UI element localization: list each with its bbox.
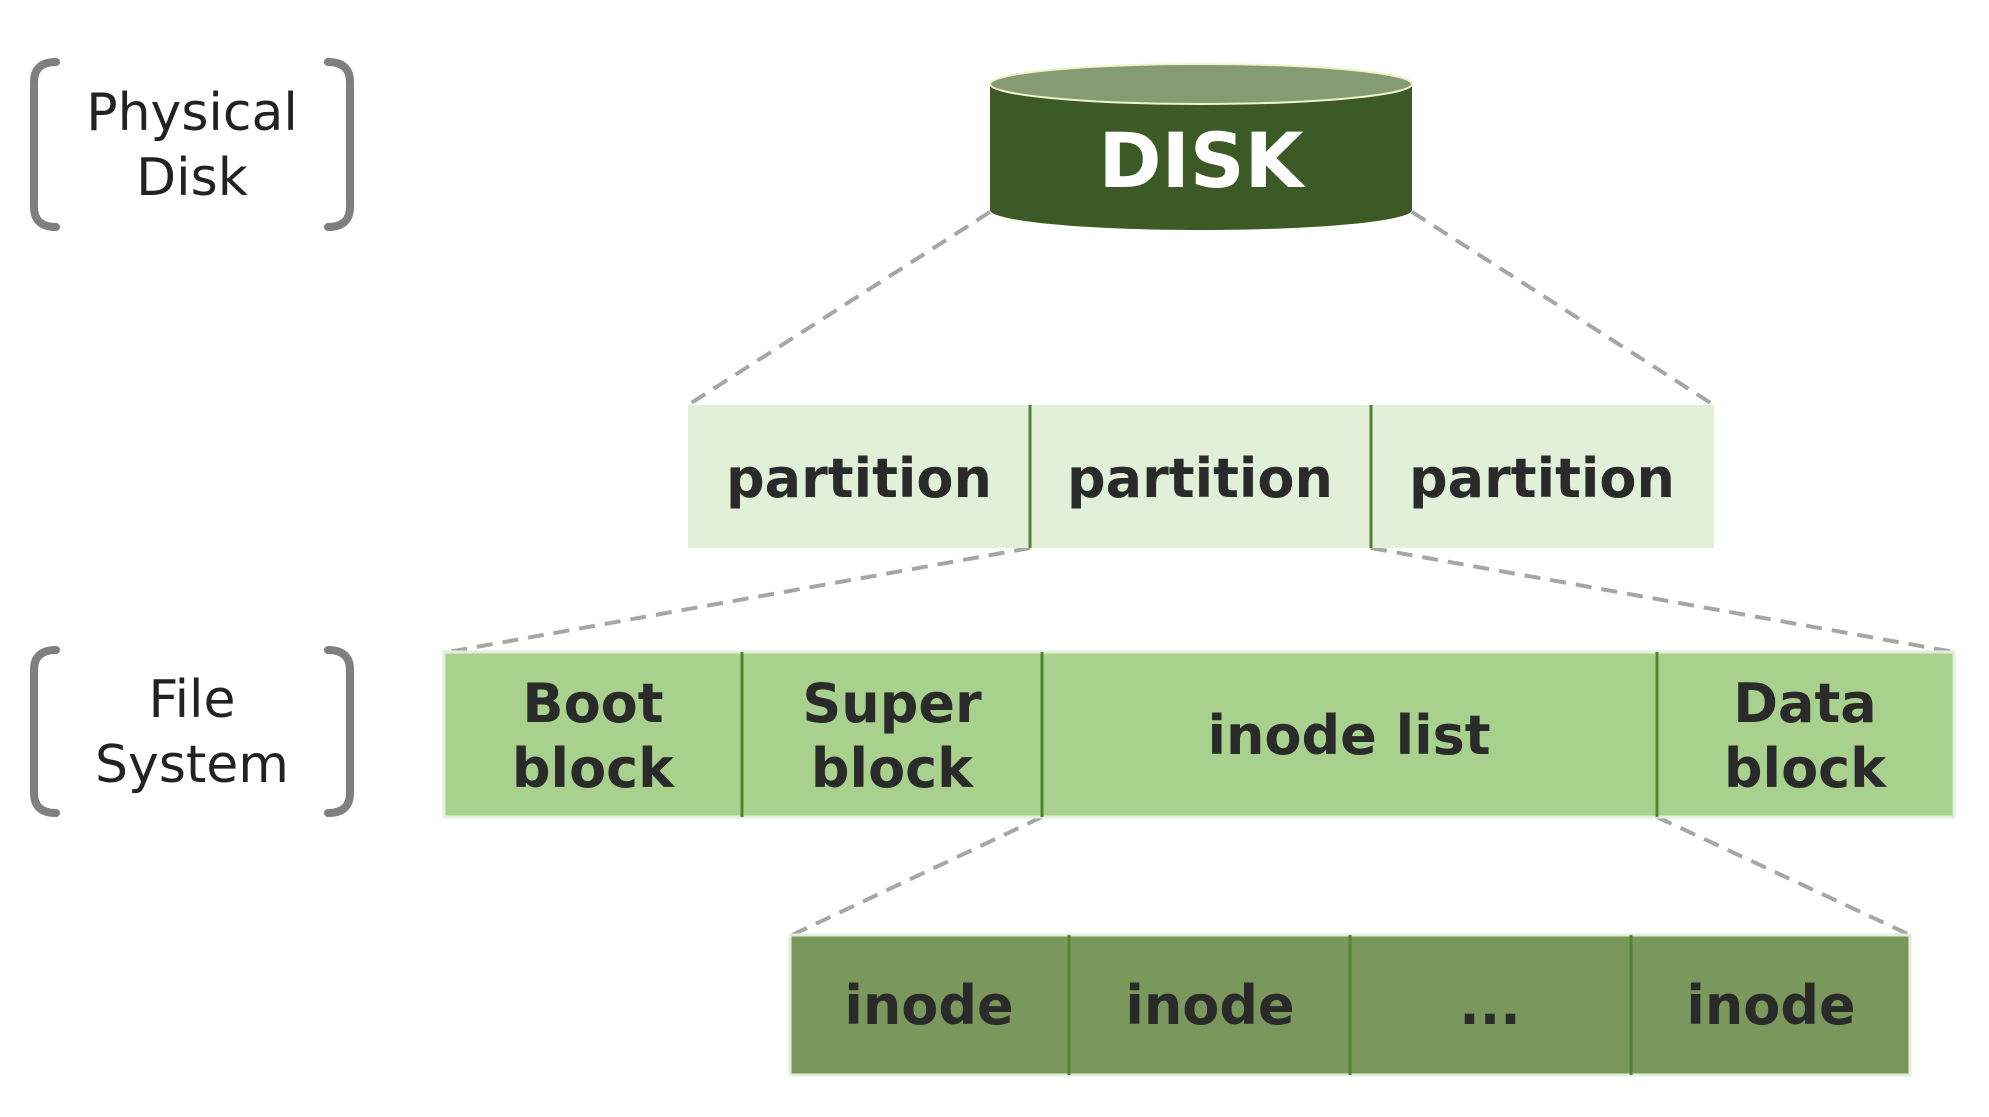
partition-row: partition partition partition xyxy=(688,405,1714,548)
filesystem-row-background xyxy=(442,650,1956,819)
boot-block-label-line2: block xyxy=(512,737,675,800)
connector-disk-right xyxy=(1410,210,1716,407)
inode-label: inode xyxy=(844,974,1013,1037)
file-system-annotation: File System xyxy=(30,646,354,817)
connector-inodelist-left xyxy=(791,815,1043,937)
physical-disk-label-line2: Disk xyxy=(136,148,248,208)
disk-body xyxy=(990,84,1412,230)
connector-partition-left xyxy=(447,546,1031,654)
connector-inodelist-right xyxy=(1656,815,1911,937)
inode-ellipsis-label: ... xyxy=(1459,974,1521,1037)
right-bracket xyxy=(324,646,354,817)
connector-lines xyxy=(447,210,1955,937)
connector-disk-left xyxy=(686,210,992,407)
partition-label: partition xyxy=(726,447,992,510)
left-bracket xyxy=(30,58,60,231)
inode-row: inode inode ... inode xyxy=(788,933,1912,1077)
data-block-label-line2: block xyxy=(1724,737,1887,800)
disk-top xyxy=(989,63,1413,105)
partition-row-background xyxy=(688,405,1714,548)
partition-label: partition xyxy=(1409,447,1675,510)
file-system-label-line1: File xyxy=(148,670,235,730)
boot-block-label-line1: Boot xyxy=(522,672,663,735)
super-block-label-line2: block xyxy=(811,737,974,800)
file-system-label-line2: System xyxy=(95,735,289,795)
data-block-label-line1: Data xyxy=(1733,672,1877,735)
filesystem-row: Boot block Super block inode list Data b… xyxy=(442,650,1956,819)
physical-disk-annotation: Physical Disk xyxy=(30,58,354,231)
physical-disk-label-line1: Physical xyxy=(86,83,298,143)
disk-cylinder: DISK xyxy=(989,63,1413,230)
connector-partition-right xyxy=(1370,546,1955,654)
super-block-label-line1: Super xyxy=(802,672,982,735)
inode-label: inode xyxy=(1686,974,1855,1037)
right-bracket xyxy=(324,58,354,231)
partition-label: partition xyxy=(1067,447,1333,510)
disk-label: DISK xyxy=(1099,116,1307,205)
left-bracket xyxy=(30,646,60,817)
inode-list-label: inode list xyxy=(1207,704,1490,767)
inode-label: inode xyxy=(1125,974,1294,1037)
